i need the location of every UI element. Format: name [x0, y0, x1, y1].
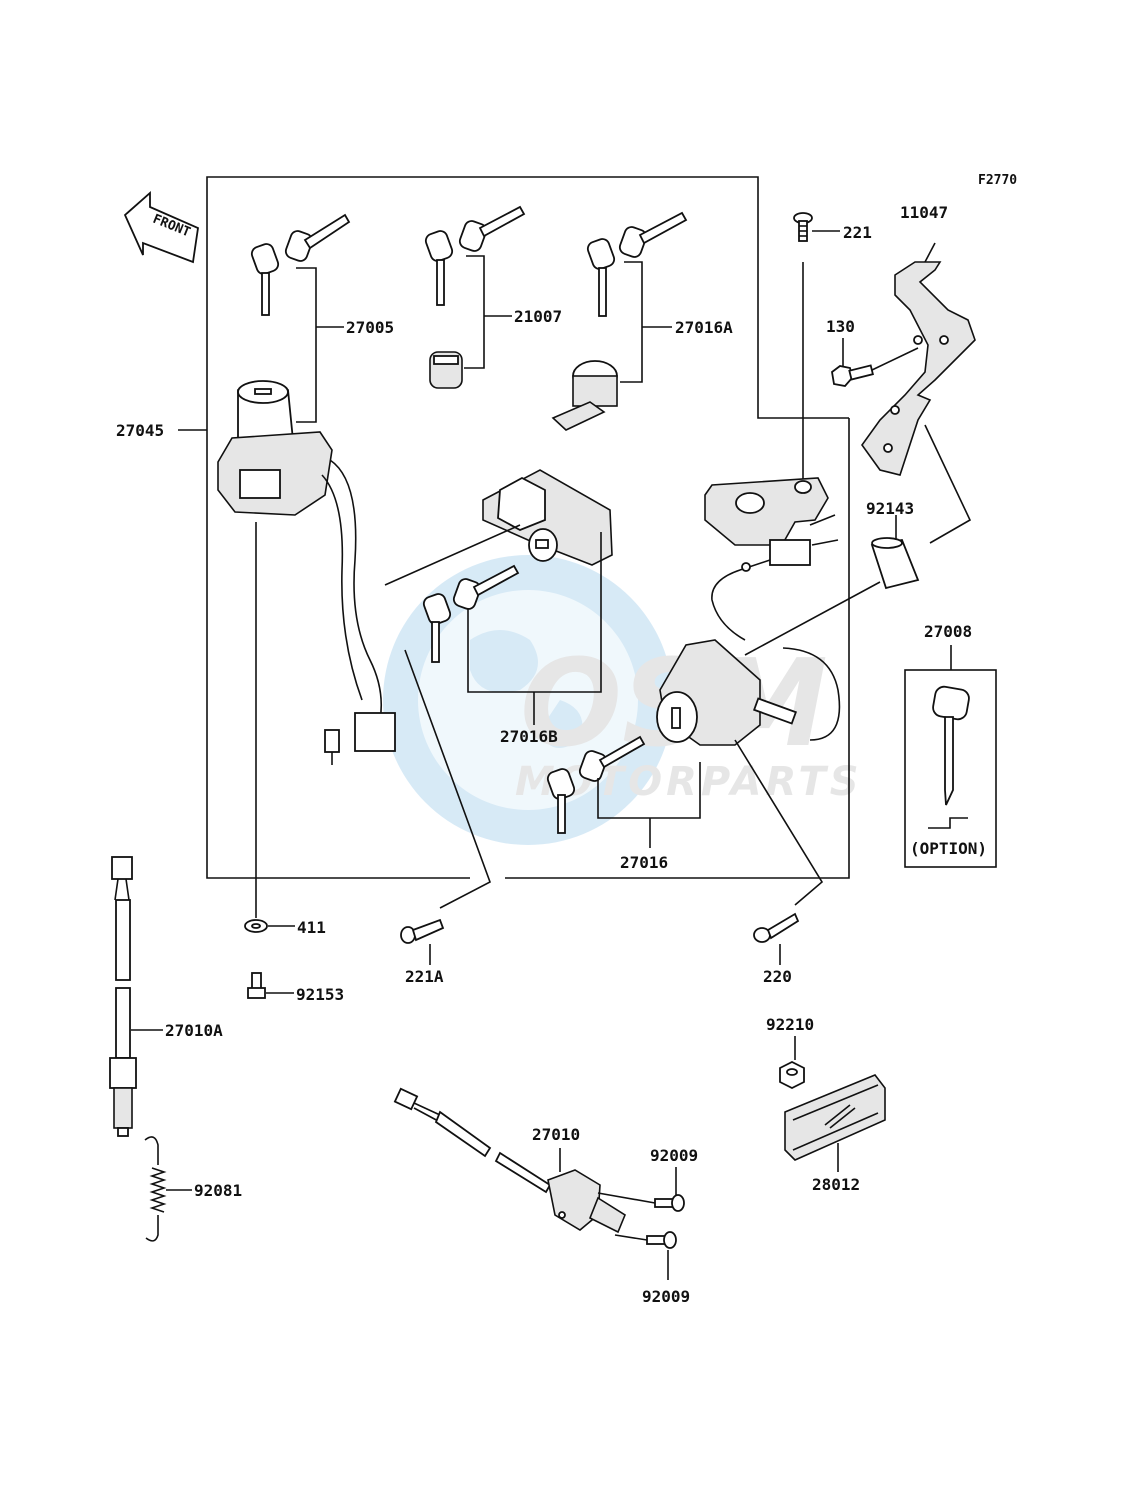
figure-code: F2770: [978, 173, 1017, 188]
label-411: 411: [297, 918, 326, 937]
screw-221A: [400, 918, 445, 944]
screw-220: [753, 912, 800, 943]
lock-holder-bracket: [704, 477, 839, 641]
label-92009-lower: 92009: [642, 1287, 690, 1306]
helmet-lock-27016: [546, 639, 841, 834]
label-27010: 27010: [532, 1125, 580, 1144]
label-92143: 92143: [866, 499, 914, 518]
label-21007: 21007: [514, 307, 562, 326]
switch-27010: [393, 1087, 626, 1234]
ignition-switch-27045: [217, 380, 396, 765]
label-27016B: 27016B: [500, 727, 558, 746]
label-221: 221: [843, 223, 872, 242]
switch-27010A: [109, 856, 137, 1137]
washer-411: [244, 919, 268, 933]
label-27016A: 27016A: [675, 318, 733, 337]
label-27010A: 27010A: [165, 1021, 223, 1040]
label-92009-upper: 92009: [650, 1146, 698, 1165]
nut-92210: [779, 1060, 805, 1090]
option-label: (OPTION): [910, 839, 987, 858]
bolt-92153: [247, 972, 266, 999]
key-set-21007: [424, 205, 526, 389]
label-27008: 27008: [924, 622, 972, 641]
label-92153: 92153: [296, 985, 344, 1004]
label-92081: 92081: [194, 1181, 242, 1200]
label-220: 220: [763, 967, 792, 986]
reflector-28012: [784, 1074, 886, 1161]
collar-92143: [870, 537, 920, 590]
label-27045: 27045: [116, 421, 164, 440]
label-28012: 28012: [812, 1175, 860, 1194]
screw-92009-upper: [597, 1192, 685, 1212]
screw-221: [793, 212, 813, 242]
bracket-11047: [861, 261, 976, 476]
label-11047: 11047: [900, 203, 948, 222]
label-130: 130: [826, 317, 855, 336]
key-set-27016A: [551, 211, 688, 431]
spring-92081: [144, 1136, 167, 1242]
key-set-27005: [250, 213, 351, 316]
bolt-130: [831, 347, 919, 387]
label-27005: 27005: [346, 318, 394, 337]
seat-lock-27016B: [422, 469, 613, 663]
screw-92009-lower: [614, 1231, 677, 1249]
label-27016: 27016: [620, 853, 668, 872]
front-arrow-icon: FRONT: [123, 191, 199, 264]
option-key-box-27008: [904, 669, 997, 868]
label-221A: 221A: [405, 967, 444, 986]
assembly-frame: [206, 176, 850, 879]
label-92210: 92210: [766, 1015, 814, 1034]
